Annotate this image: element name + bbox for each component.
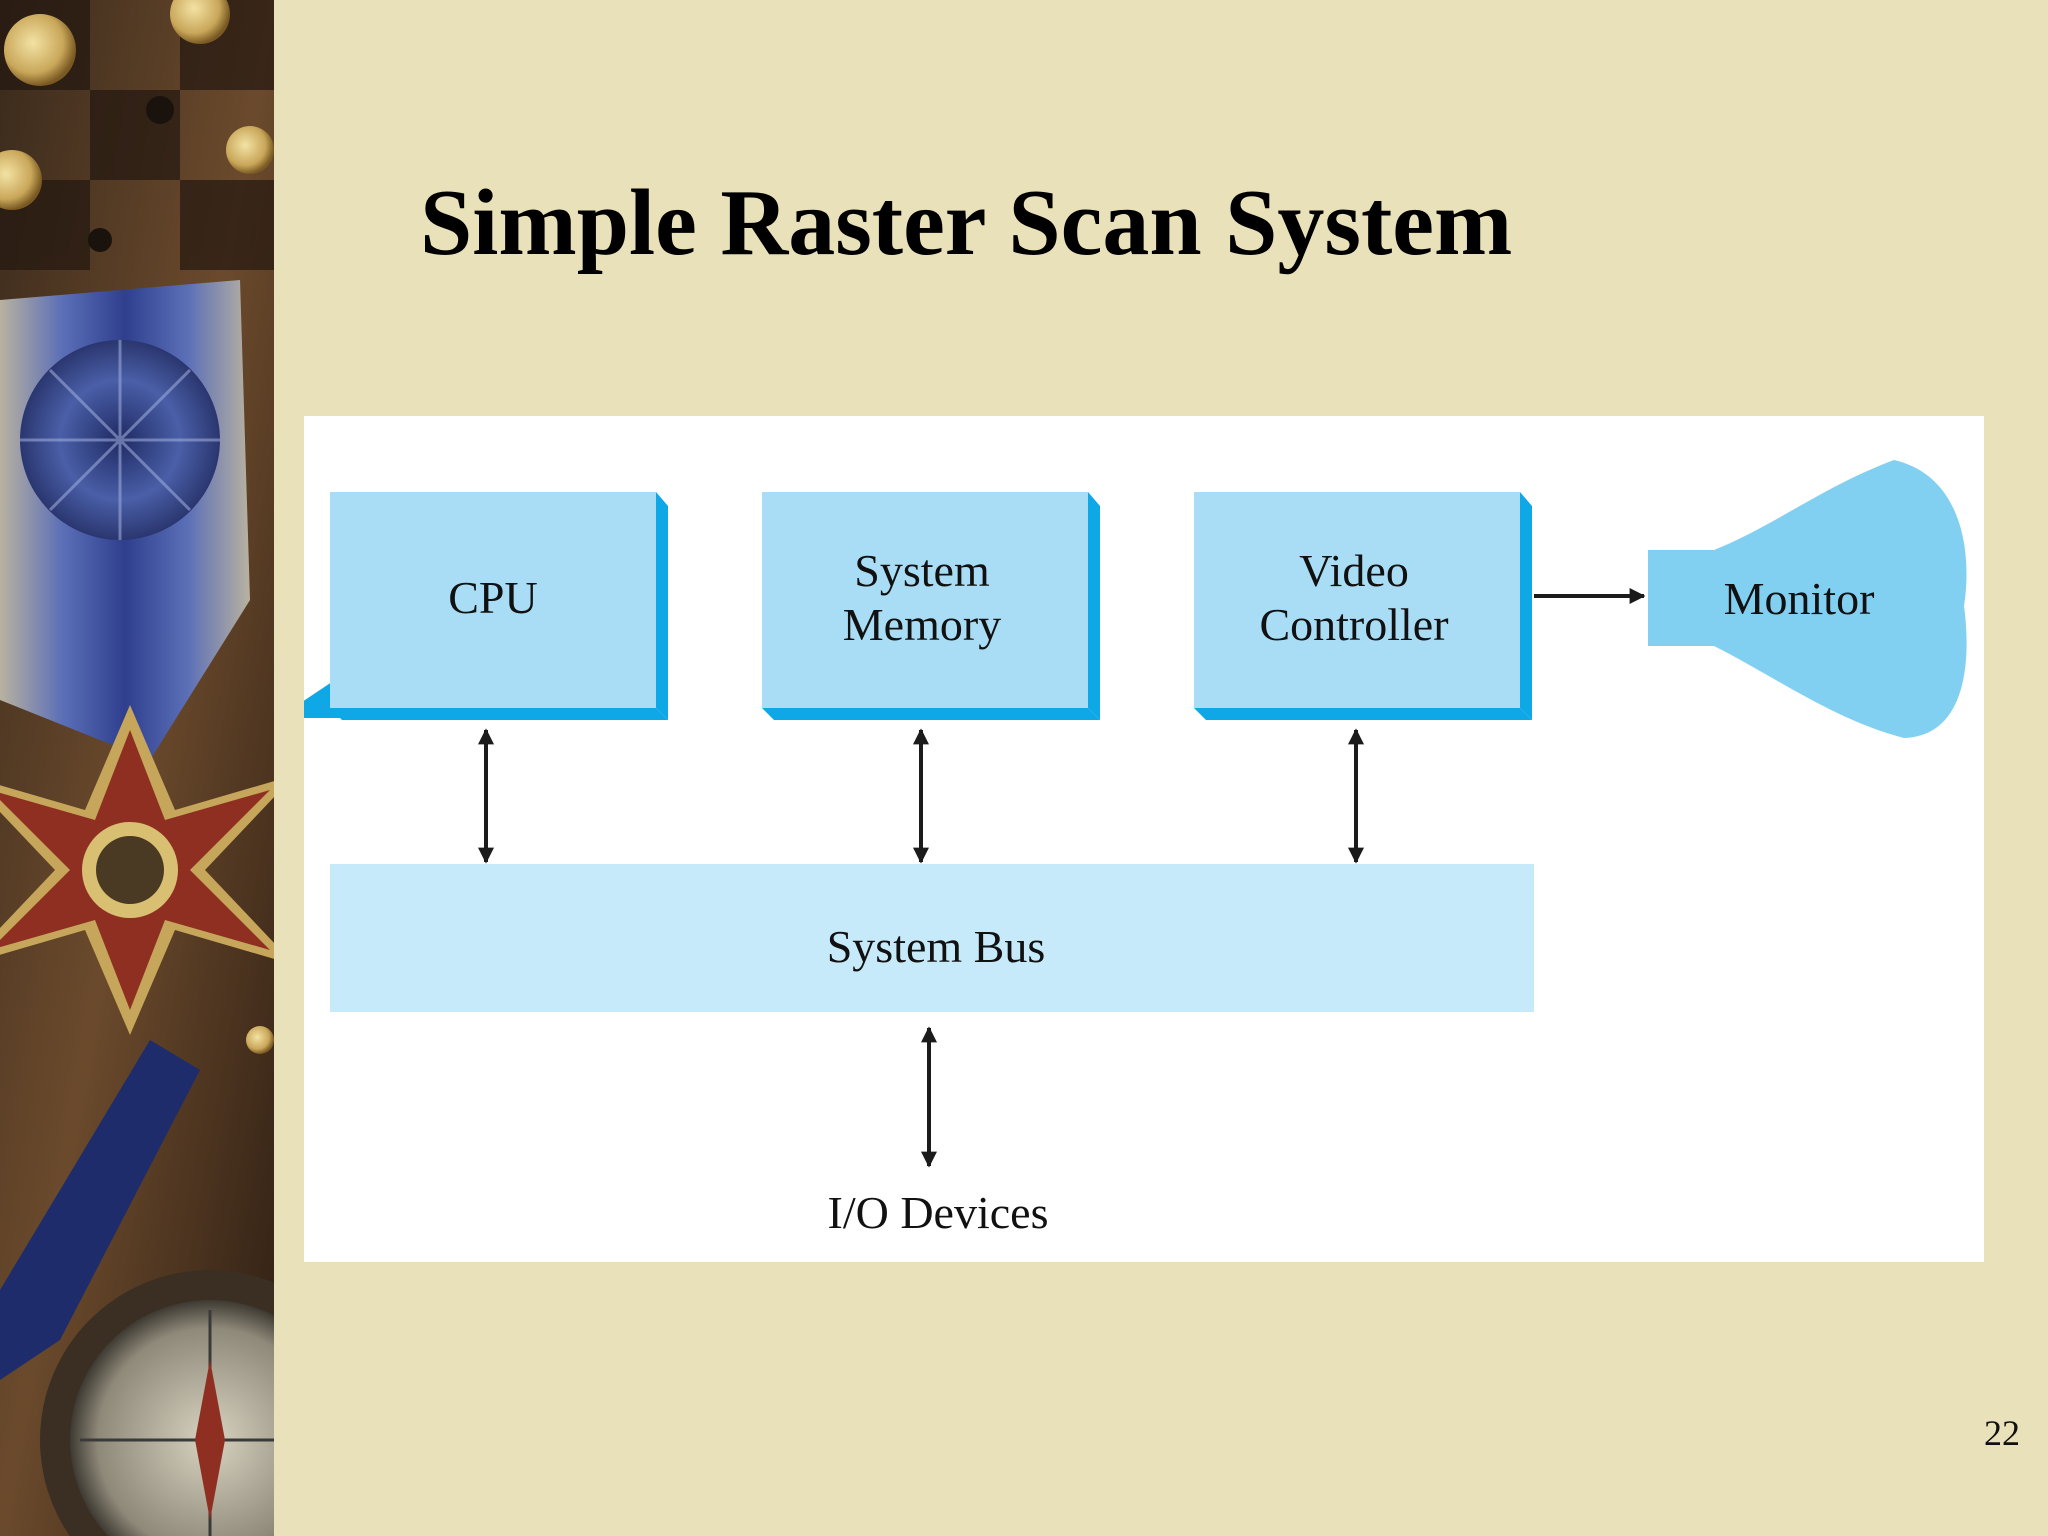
system-memory-label-line2: Memory xyxy=(843,599,1001,650)
cpu-label: CPU xyxy=(448,572,537,623)
side-decorative-image xyxy=(0,0,274,1536)
system-memory-label-line1: System xyxy=(854,545,990,596)
system-bus-bar xyxy=(330,864,1534,1012)
video-controller-block-face xyxy=(1194,492,1520,708)
io-devices-label: I/O Devices xyxy=(828,1187,1049,1238)
cpu-block-face xyxy=(330,492,656,708)
system-bus-label: System Bus xyxy=(827,921,1046,972)
monitor-icon xyxy=(1648,460,1967,738)
system-memory-block-face xyxy=(762,492,1088,708)
raster-scan-diagram: CPU System Memory Video Controller Monit… xyxy=(304,416,1984,1262)
diagram-canvas: CPU System Memory Video Controller Monit… xyxy=(304,460,1967,1238)
system-bus: System Bus xyxy=(330,864,1534,1012)
video-controller-block: Video Controller xyxy=(1194,492,1532,720)
medal-and-compass-photo-icon xyxy=(0,0,274,1536)
video-controller-label-line2: Controller xyxy=(1259,599,1448,650)
cpu-block: CPU xyxy=(304,492,668,720)
monitor-shape: Monitor xyxy=(1648,460,1967,738)
monitor-label: Monitor xyxy=(1724,573,1875,624)
video-controller-label-line1: Video xyxy=(1299,545,1409,596)
system-memory-block: System Memory xyxy=(762,492,1100,720)
slide-title: Simple Raster Scan System xyxy=(420,171,1513,275)
slide-page-number: 22 xyxy=(1984,1413,2020,1453)
